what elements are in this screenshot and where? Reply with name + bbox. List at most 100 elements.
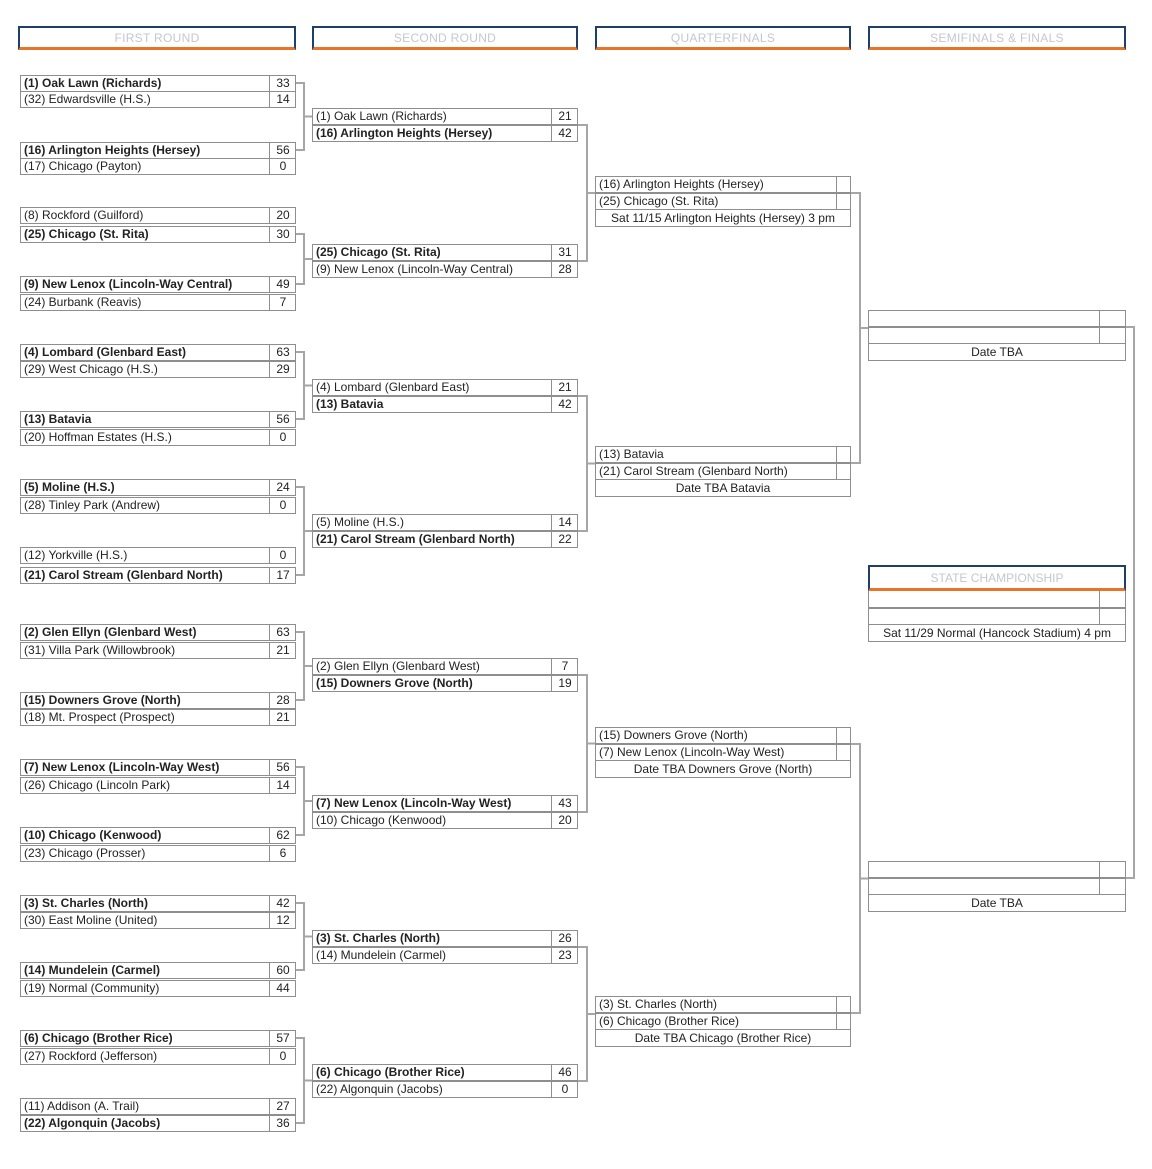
championship-slot xyxy=(868,591,1126,608)
team-row: (22) Algonquin (Jacobs)0 xyxy=(312,1081,578,1098)
score-cell xyxy=(1099,609,1125,624)
team-row: (18) Mt. Prospect (Prospect)21 xyxy=(20,709,296,726)
team-score xyxy=(836,194,850,209)
team-score: 28 xyxy=(269,693,295,708)
team-row: (15) Downers Grove (North) 19 xyxy=(312,675,578,692)
team-score: 6 xyxy=(269,846,295,861)
team-row: (15) Downers Grove (North) 28 xyxy=(20,692,296,709)
team-row: (20) Hoffman Estates (H.S.)0 xyxy=(20,429,296,446)
team-row: (11) Addison (A. Trail)27 xyxy=(20,1098,296,1115)
team-row: (2) Glen Ellyn (Glenbard West) 63 xyxy=(20,624,296,641)
team-name: (7) New Lenox (Lincoln-Way West) xyxy=(599,745,785,759)
semifinal-slot xyxy=(868,878,1126,895)
team-name: (21) Carol Stream (Glenbard North) xyxy=(24,568,223,582)
team-score: 42 xyxy=(551,126,577,141)
team-name: (14) Mundelein (Carmel) xyxy=(316,948,447,962)
team-name: (6) Chicago (Brother Rice) xyxy=(316,1065,465,1079)
team-row: (13) Batavia xyxy=(595,446,851,463)
team-name: (3) St. Charles (North) xyxy=(599,997,718,1011)
team-row: (16) Arlington Heights (Hersey)56 xyxy=(20,142,296,159)
team-name: (17) Chicago (Payton) xyxy=(24,159,142,173)
team-name: (9) New Lenox (Lincoln-Way Central) xyxy=(316,262,513,276)
team-name: (1) Oak Lawn (Richards) xyxy=(316,109,447,123)
team-score xyxy=(836,728,850,743)
team-score: 7 xyxy=(269,295,295,310)
team-score: 24 xyxy=(269,480,295,495)
score-cell xyxy=(1099,311,1125,326)
connector-line xyxy=(296,351,312,420)
connector-line xyxy=(578,674,595,813)
team-score: 14 xyxy=(269,778,295,793)
connector-line xyxy=(851,743,868,1014)
team-name: (25) Chicago (St. Rita) xyxy=(24,227,149,241)
team-score: 42 xyxy=(269,896,295,911)
team-score: 43 xyxy=(551,796,577,811)
game-info: Date TBA xyxy=(868,344,1126,361)
team-score: 29 xyxy=(269,362,295,377)
connector-line xyxy=(1126,326,1135,879)
team-score: 36 xyxy=(269,1116,295,1131)
team-row: (25) Chicago (St. Rita) xyxy=(595,193,851,210)
team-score: 20 xyxy=(551,813,577,828)
game-info: Date TBA Chicago (Brother Rice) xyxy=(595,1030,851,1047)
team-row: (7) New Lenox (Lincoln-Way West)56 xyxy=(20,759,296,776)
championship-info: Sat 11/29 Normal (Hancock Stadium) 4 pm xyxy=(868,625,1126,642)
team-score: 21 xyxy=(551,380,577,395)
team-row: (21) Carol Stream (Glenbard North) xyxy=(595,463,851,480)
team-row: (4) Lombard (Glenbard East) 21 xyxy=(312,379,578,396)
semifinal-slot xyxy=(868,310,1126,327)
team-score: 19 xyxy=(551,676,577,691)
team-name: (15) Downers Grove (North) xyxy=(316,676,473,690)
team-name: (10) Chicago (Kenwood) xyxy=(316,813,447,827)
team-name: (4) Lombard (Glenbard East) xyxy=(316,380,470,394)
score-cell xyxy=(1099,879,1125,894)
team-row: (4) Lombard (Glenbard East)63 xyxy=(20,344,296,361)
state-championship-header: STATE CHAMPIONSHIP xyxy=(868,565,1126,591)
team-name: (13) Batavia xyxy=(316,397,384,411)
team-row: (2) Glen Ellyn (Glenbard West)7 xyxy=(312,658,578,675)
team-row: (22) Algonquin (Jacobs)36 xyxy=(20,1115,296,1132)
team-row: (24) Burbank (Reavis) 7 xyxy=(20,294,296,311)
team-name: (24) Burbank (Reavis) xyxy=(24,295,142,309)
team-row: (28) Tinley Park (Andrew)0 xyxy=(20,497,296,514)
team-row: (21) Carol Stream (Glenbard North) 17 xyxy=(20,567,296,584)
team-row: (23) Chicago (Prosser)6 xyxy=(20,845,296,862)
team-name: (2) Glen Ellyn (Glenbard West) xyxy=(24,625,197,639)
team-score: 17 xyxy=(269,568,295,583)
team-score: 0 xyxy=(551,1082,577,1097)
team-score: 0 xyxy=(269,430,295,445)
connector-line xyxy=(578,124,595,262)
team-score: 26 xyxy=(551,931,577,946)
team-row: (10) Chicago (Kenwood) 62 xyxy=(20,827,296,844)
team-name: (15) Downers Grove (North) xyxy=(599,728,748,742)
team-score: 21 xyxy=(269,710,295,725)
team-score: 14 xyxy=(269,92,295,107)
team-row: (7) New Lenox (Lincoln-Way West) xyxy=(595,744,851,761)
team-score: 49 xyxy=(269,277,295,292)
team-score: 12 xyxy=(269,913,295,928)
game-info: Date TBA Batavia xyxy=(595,480,851,497)
team-score xyxy=(836,997,850,1012)
score-cell xyxy=(1099,328,1125,343)
team-score: 21 xyxy=(269,643,295,658)
team-score: 56 xyxy=(269,143,295,158)
team-name: (9) New Lenox (Lincoln-Way Central) xyxy=(24,277,233,291)
team-name: (10) Chicago (Kenwood) xyxy=(24,828,162,842)
game-info: Date TBA xyxy=(868,895,1126,912)
header-second-round: SECOND ROUND xyxy=(312,26,578,50)
header-quarterfinals: QUARTERFINALS xyxy=(595,26,851,50)
team-name: (6) Chicago (Brother Rice) xyxy=(599,1014,740,1028)
team-score: 63 xyxy=(269,625,295,640)
team-name: (15) Downers Grove (North) xyxy=(24,693,181,707)
team-score: 7 xyxy=(551,659,577,674)
team-row: (3) St. Charles (North)26 xyxy=(312,930,578,947)
team-score: 62 xyxy=(269,828,295,843)
team-score: 44 xyxy=(269,981,295,996)
team-score: 42 xyxy=(551,397,577,412)
team-name: (32) Edwardsville (H.S.) xyxy=(24,92,151,106)
team-score: 63 xyxy=(269,345,295,360)
team-row: (14) Mundelein (Carmel)23 xyxy=(312,947,578,964)
team-name: (1) Oak Lawn (Richards) xyxy=(24,76,162,90)
